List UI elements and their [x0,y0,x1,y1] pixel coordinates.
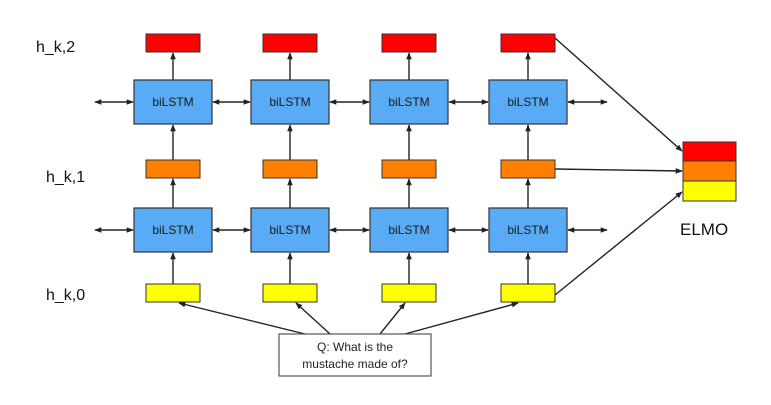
bilstm-upper-0: biLSTM [133,79,213,125]
bilstm-box [250,207,330,253]
h2-vector-0 [145,33,201,53]
question-arrow-2 [379,302,406,335]
elmo-label: ELMO [680,220,728,239]
bilstm-label: biLSTM [507,95,548,109]
h0-vector-3 [500,283,556,303]
bilstm-box [133,207,213,253]
elmo-h2-segment [682,141,737,162]
h0-vector-0 [145,283,201,303]
h1-vector-1 [262,159,318,179]
elmo-arrow-h1 [554,168,683,174]
bilstm-box [369,79,449,125]
bilstm-box [488,207,568,253]
h2-vector-3 [500,33,556,53]
bilstm-label: biLSTM [152,223,193,237]
bilstm-upper-3: biLSTM [488,79,568,125]
question-line-1: Q: What is the [317,340,393,354]
question-arrow-0 [178,301,306,335]
bilstm-label: biLSTM [152,95,193,109]
bilstm-label: biLSTM [269,95,310,109]
layer-label-h2: h_k,2 [36,39,75,56]
layer-label-h1: h_k,1 [46,169,85,186]
h1-vector-2 [381,159,437,179]
bilstm-box [133,79,213,125]
bilstm-lower-1: biLSTM [250,207,330,253]
bilstm-box [488,79,568,125]
bilstm-label: biLSTM [388,95,429,109]
bilstm-upper-2: biLSTM [369,79,449,125]
h2-vector-2 [381,33,437,53]
bilstm-label: biLSTM [507,223,548,237]
h1-vector-0 [145,159,201,179]
bilstm-upper-1: biLSTM [250,79,330,125]
diagram-nodes: biLSTM biLSTM biLSTM biLSTM biLSTM biLSTM biLS… [133,33,737,303]
bilstm-label: biLSTM [388,223,429,237]
h1-vector-3 [500,159,556,179]
h2-vector-1 [262,33,318,53]
bilstm-label: biLSTM [269,223,310,237]
elmo-h1-segment [682,160,737,182]
bilstm-box [250,79,330,125]
elmo-arrow-h0 [554,191,683,296]
question-line-2: mustache made of? [302,357,408,371]
bilstm-box [369,207,449,253]
question-arrow-3 [404,301,519,335]
bilstm-lower-3: biLSTM [488,207,568,253]
elmo-arrow-h2 [554,37,683,152]
connection-arrows [94,37,683,335]
question-box: Q: What is the mustache made of? [278,333,432,377]
h0-vector-1 [262,283,318,303]
question-arrow-1 [295,302,331,335]
elmo-h0-segment [682,180,737,202]
bilstm-lower-0: biLSTM [133,207,213,253]
bilstm-lower-2: biLSTM [369,207,449,253]
question-box-border [278,333,432,377]
layer-label-h0: h_k,0 [46,287,85,304]
h0-vector-2 [381,283,437,303]
